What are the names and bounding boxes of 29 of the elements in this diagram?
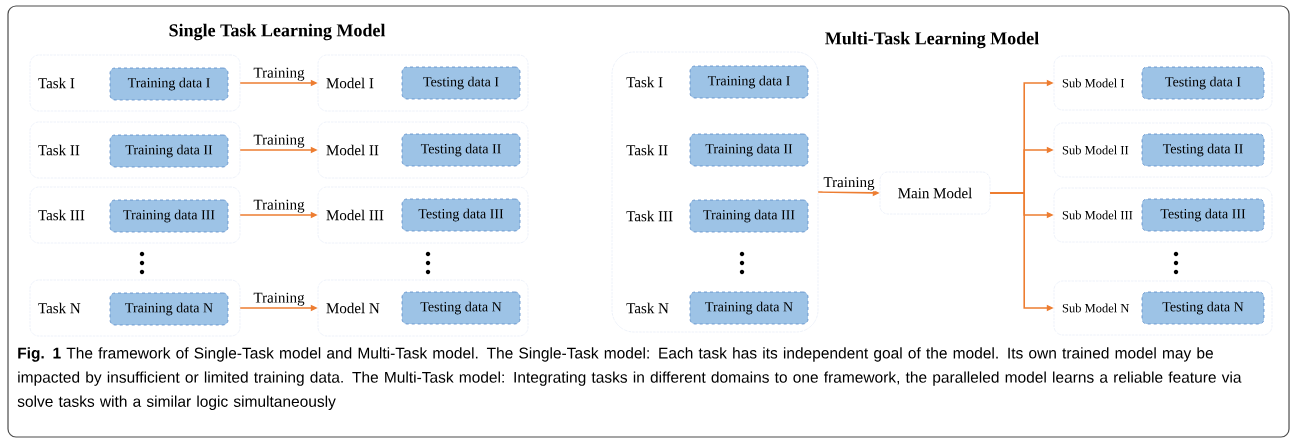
data-box: Training data II [689, 133, 809, 167]
data-box: Testing data N [401, 291, 521, 325]
data-box: Testing data II [401, 133, 521, 167]
data-box: Testing data III [1141, 198, 1265, 232]
task-label: Task II [626, 144, 668, 156]
data-box: Testing data III [401, 198, 521, 232]
data-box: Testing data II [1141, 133, 1265, 167]
heading: Single Task Learning Model [169, 23, 386, 41]
edge-label: Training [252, 133, 306, 149]
data-box: Training data N [109, 292, 229, 326]
data-box: Training data I [109, 67, 229, 101]
task-label: Task III [626, 210, 673, 222]
data-box: Training data N [689, 291, 809, 325]
data-box: Testing data I [1141, 66, 1265, 100]
data-box: Testing data I [401, 66, 521, 100]
model-box: Main Model [879, 171, 991, 215]
caption: Fig. 1 The framework of Single-Task model and Multi-Task model. The Single-Task model: Each task has its independent goal of the model. Its own trained model may be impacted by insufficient or limited training data. The Multi-Task model: Integrating tasks in different domains to one framework, the paralleled model learns a reliable feature via solve tasks with a similar logic simultaneously [17, 347, 1242, 410]
task-label: Task I [626, 76, 663, 88]
edge-label: Training [252, 66, 306, 82]
data-box: Training data II [109, 134, 229, 168]
task-label: Task N [626, 302, 669, 314]
edge-label: Training [252, 291, 306, 307]
edge-label: Training [822, 176, 876, 192]
data-box: Training data III [689, 199, 809, 233]
data-box: Training data III [109, 199, 229, 233]
data-box: Testing data N [1141, 291, 1265, 325]
data-box: Training data I [689, 65, 809, 99]
heading: Multi-Task Learning Model [825, 31, 1039, 49]
edge-label: Training [252, 198, 306, 214]
